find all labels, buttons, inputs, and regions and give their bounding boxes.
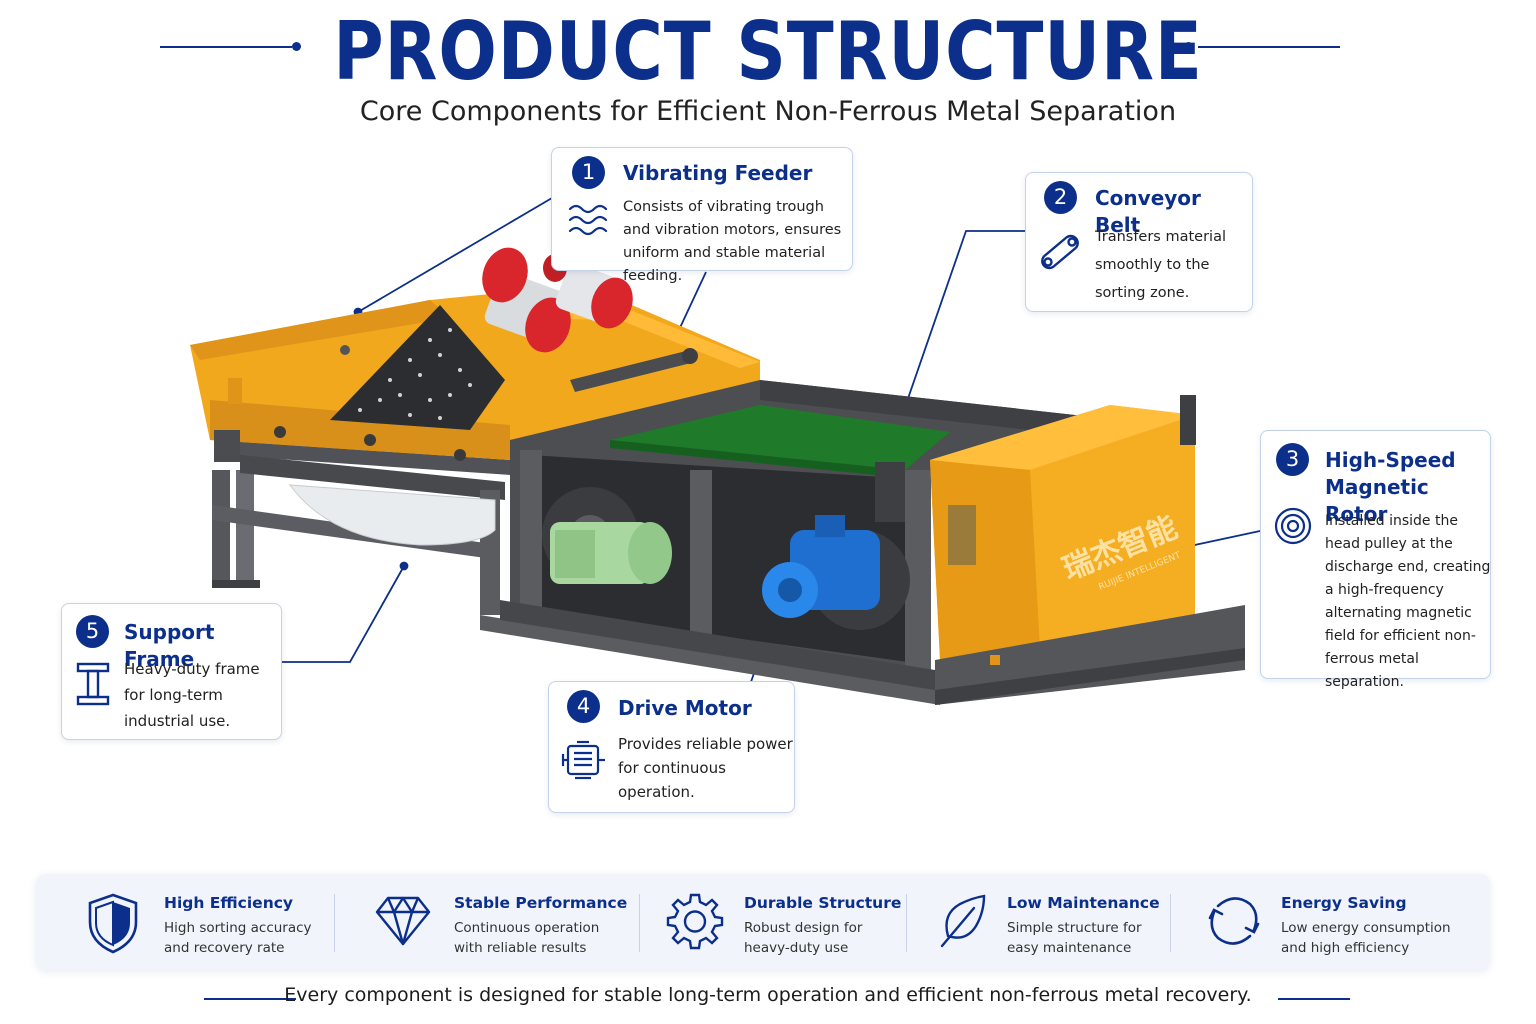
callout-description: Installed inside the head pulley at the … <box>1325 513 1491 690</box>
feature-divider <box>334 894 335 952</box>
feature-durable-structure: Durable Structure Robust design for heav… <box>666 892 916 956</box>
footer-left-line <box>204 998 296 1000</box>
callout-support-frame: 5 Support Frame Heavy-duty frame for lon… <box>61 603 282 740</box>
callout-number-badge: 2 <box>1044 181 1077 214</box>
callout-description: Provides reliable power for continuous o… <box>618 735 793 801</box>
title-left-line <box>160 46 292 48</box>
callout-number-badge: 3 <box>1276 443 1309 476</box>
feature-energy-saving: Energy Saving Low energy consumption and… <box>1206 892 1476 956</box>
feature-high-efficiency: High Efficiency High sorting accuracy an… <box>86 892 336 956</box>
leader-line-1a <box>357 197 553 313</box>
conveyor-belt <box>610 405 950 478</box>
page-title: PRODUCT STRUCTURE <box>333 5 1203 98</box>
callout-number-badge: 5 <box>76 615 109 648</box>
feeder-support-frame <box>212 440 510 615</box>
blue-drive-motor <box>762 515 880 618</box>
screen-holes <box>358 328 472 420</box>
features-band: High Efficiency High sorting accuracy an… <box>36 874 1490 970</box>
shield-icon <box>88 893 138 954</box>
callout-title-line2: Magnetic Rotor <box>1325 475 1429 526</box>
title-right-line <box>1198 46 1340 48</box>
belt-link-icon <box>1041 234 1079 270</box>
leader-line-5 <box>282 565 405 663</box>
feature-divider <box>906 894 907 952</box>
feature-divider <box>1170 894 1171 952</box>
callout-vibrating-feeder: 1 Vibrating Feeder Consists of vibrating… <box>551 147 853 284</box>
title-right-dot <box>1184 42 1193 51</box>
callout-title-line1: High-Speed <box>1325 448 1456 472</box>
separator-housing: 瑞杰智能 RUIJIE INTELLIGENT <box>875 395 1196 660</box>
leader-line-2 <box>894 230 1025 437</box>
callout-description: Heavy-duty frame for long-term industria… <box>124 660 260 730</box>
callout-title: Vibrating Feeder <box>623 161 813 185</box>
refresh-cycle-icon <box>1208 897 1260 945</box>
base-platform <box>935 605 1245 705</box>
vibration-motors <box>482 247 633 353</box>
feature-divider <box>639 894 640 952</box>
leader-line-1b <box>677 271 707 333</box>
callout-description: Transfers material smoothly to the sorti… <box>1095 229 1226 301</box>
feature-stable-performance: Stable Performance Continuous operation … <box>374 892 644 956</box>
motor-icon <box>561 740 605 780</box>
callout-conveyor-belt: 2 Conveyor Belt Transfers material smoot… <box>1025 172 1253 312</box>
feature-description: High sorting accuracy and recovery rate <box>164 920 312 956</box>
target-rings-icon <box>1274 507 1312 545</box>
i-beam-icon <box>76 662 110 706</box>
feature-title: Stable Performance <box>454 894 628 912</box>
page-subtitle: Core Components for Efficient Non-Ferrou… <box>359 96 1177 127</box>
green-motor <box>550 522 672 584</box>
footer-right-line <box>1278 998 1350 1000</box>
gear-icon <box>666 893 724 950</box>
callout-number-badge: 1 <box>572 156 605 189</box>
waves-icon <box>568 204 608 236</box>
feature-title: Energy Saving <box>1281 894 1407 912</box>
feature-description: Simple structure for easy maintenance <box>1007 920 1142 956</box>
diamond-icon <box>375 896 431 946</box>
callout-description: Consists of vibrating trough and vibrati… <box>623 199 842 284</box>
leaf-icon <box>940 894 986 948</box>
feature-title: High Efficiency <box>164 894 294 912</box>
callout-drive-motor: 4 Drive Motor Provides reliable power fo… <box>548 681 795 813</box>
callout-number-badge: 4 <box>567 690 600 723</box>
feature-title: Low Maintenance <box>1007 894 1160 912</box>
callout-title: Support Frame <box>124 620 215 671</box>
feature-title: Durable Structure <box>744 894 902 912</box>
leader-line-3 <box>1189 530 1261 547</box>
feature-description: Continuous operation with reliable resul… <box>454 920 600 956</box>
feature-description: Low energy consumption and high efficien… <box>1281 920 1451 956</box>
callout-title: Conveyor Belt <box>1095 186 1201 237</box>
feature-low-maintenance: Low Maintenance Simple structure for eas… <box>938 892 1198 956</box>
title-left-dot <box>292 42 301 51</box>
callout-magnetic-rotor: 3 High-Speed Magnetic Rotor Installed in… <box>1260 430 1491 690</box>
leader-dot-5 <box>399 561 409 571</box>
callout-title: Drive Motor <box>618 696 752 720</box>
footer-statement: Every component is designed for stable l… <box>284 984 1252 1006</box>
feature-description: Robust design for heavy-duty use <box>744 920 863 956</box>
